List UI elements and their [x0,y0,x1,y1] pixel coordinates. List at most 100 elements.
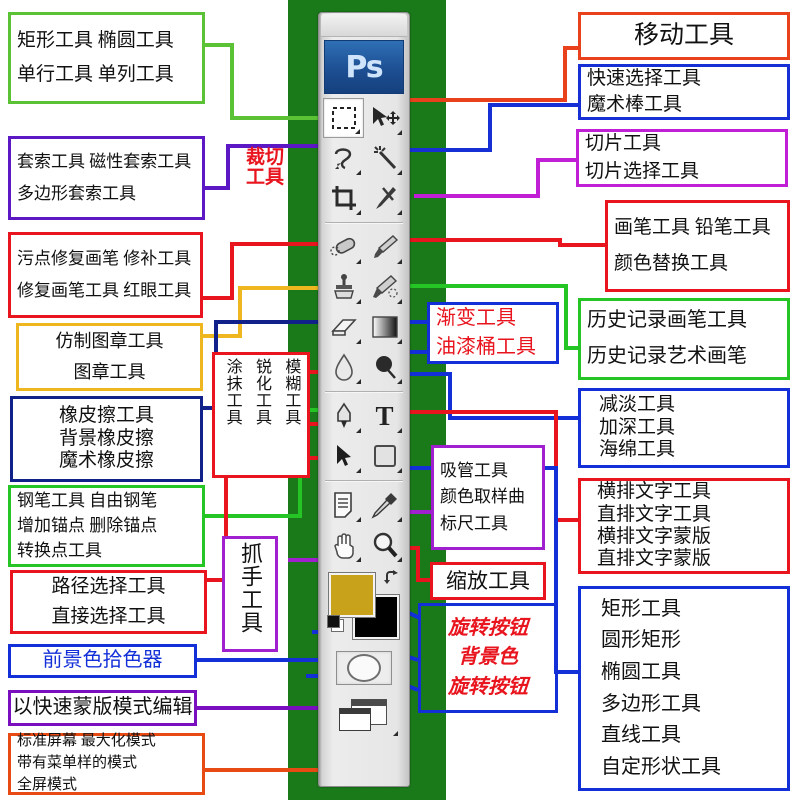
annotation-line: 转换点工具 [17,541,102,561]
annotation-line: 单行工具 单列工具 [17,64,174,85]
tool-more-triangle [356,170,361,175]
annotation-gradient-tools: 渐变工具 油漆桶工具 [427,302,559,364]
healing-brush-tool-icon [329,237,355,256]
eyedropper-tool-button[interactable] [364,485,405,525]
eraser-tool-button[interactable] [323,307,364,347]
slice-tool-icon [375,187,396,209]
swap-colors-icon[interactable] [383,569,401,587]
annotation-line: 椭圆工具 [601,660,681,683]
tool-grid-utility [323,485,405,565]
healing-brush-tool-button[interactable] [323,227,364,267]
annotation-hand-tool: 抓手工具 [222,536,278,652]
photoshop-toolbox-panel[interactable]: Ps [318,12,410,787]
annotation-line: 污点修复画笔 修补工具 [17,249,192,269]
notes-tool-button[interactable] [323,485,364,525]
crop-tool-button[interactable] [323,178,364,218]
annotation-line: 快速选择工具 [587,67,702,89]
history-brush-tool-button[interactable] [364,267,405,307]
tool-more-triangle [356,210,361,215]
gradient-tool-button[interactable] [364,307,405,347]
annotation-lasso-tools: 套索工具 磁性套索工具 多边形套索工具 [8,136,205,220]
lasso-tool-button[interactable] [323,138,364,178]
tool-more-triangle [397,130,402,135]
annotation-line: 修复画笔工具 红眼工具 [17,280,192,300]
annotation-line: 橡皮擦工具 [58,405,154,427]
slice-tool-button[interactable] [364,178,405,218]
type-tool-button[interactable]: T [364,396,405,436]
photoshop-logo: Ps [324,40,404,94]
annotation-rotate-and-background-color: 旋转按钮 背景色 旋转按钮 [418,603,558,713]
annotation-line: 背景色 [458,646,518,669]
gradient-tool-icon [371,316,398,338]
annotation-line: 旋转按钮 [448,616,528,639]
annotation-line: 海绵工具 [599,439,676,461]
annotation-column: 锐化工具 [252,358,270,426]
annotation-line: 工具 [246,166,285,188]
annotation-shape-tools: 矩形工具 圆形矩形 椭圆工具 多边形工具 直线工具 自定形状工具 [578,586,790,791]
annotation-line: 油漆桶工具 [436,335,536,358]
annotation-line: 多边形工具 [601,692,701,715]
clone-stamp-tool-button[interactable] [323,267,364,307]
annotation-line: 横排文字蒙版 [597,526,712,547]
annotation-crop-tool: 裁切 工具 [246,148,284,188]
tool-more-triangle [397,428,402,433]
tool-more-triangle [397,379,402,384]
color-swatch-widget[interactable] [327,569,401,643]
brush-tool-button[interactable] [364,227,405,267]
annotation-line: 背景橡皮擦 [58,427,154,449]
tool-more-triangle [397,339,402,344]
history-brush-tool-icon [372,275,398,298]
annotation-path-selection-tools: 路径选择工具 直接选择工具 [10,570,207,634]
annotation-column: 模糊工具 [282,358,300,426]
hand-tool-icon [333,533,354,559]
annotation-move-tool: 移动工具 [578,12,790,60]
magic-wand-tool-button[interactable] [364,138,405,178]
crop-tool-icon [331,186,356,210]
marquee-tool-icon [331,107,356,129]
annotation-line: 缩放工具 [446,568,530,593]
annotation-brush-tools: 画笔工具 铅笔工具 颜色替换工具 [605,200,790,292]
annotation-quick-mask-mode: 以快速蒙版模式编辑 [8,690,197,726]
annotation-line: 以快速蒙版模式编辑 [12,696,193,719]
tool-grid-vector: T [323,396,405,476]
annotation-line: 直排文字工具 [597,503,712,525]
annotation-line: 吸管工具 [440,461,508,481]
tool-more-triangle [397,210,402,215]
annotation-line: 路径选择工具 [51,576,166,598]
annotation-line: 增加锚点 删除锚点 [17,515,158,535]
hand-tool-button[interactable] [323,525,364,565]
annotation-line: 画笔工具 铅笔工具 [614,217,771,239]
tool-more-triangle [356,428,361,433]
screen-mode-button[interactable] [337,699,398,736]
marquee-tool-button[interactable] [323,98,364,138]
annotation-line: 圆形矩形 [601,629,681,652]
annotation-line: 标准屏幕 最大化模式 [17,733,156,750]
quick-mask-icon [347,654,381,682]
move-tool-button[interactable] [364,98,405,138]
pen-tool-button[interactable] [323,396,364,436]
toolbox-separator [325,480,403,481]
path-selection-tool-button[interactable] [323,436,364,476]
foreground-color-swatch[interactable] [329,573,375,617]
tool-more-triangle [397,517,402,522]
magic-wand-tool-icon [373,146,396,170]
annotation-line: 钢笔工具 自由钢笔 [17,490,158,510]
annotation-line: 横排文字工具 [597,481,712,503]
annotation-line: 加深工具 [599,416,676,438]
blur-tool-button[interactable] [323,347,364,387]
default-colors-icon[interactable] [327,615,345,633]
quick-mask-mode-button[interactable] [336,651,392,685]
dodge-tool-icon [375,356,396,379]
type-tool-icon: T [375,400,394,431]
lasso-tool-icon [334,148,351,170]
tool-grid-selection [323,98,405,218]
annotation-line: 颜色替换工具 [614,252,729,274]
dodge-tool-button[interactable] [364,347,405,387]
annotation-line: 图章工具 [73,361,146,382]
zoom-tool-button[interactable] [364,525,405,565]
annotation-line: 全屏模式 [17,776,78,793]
shape-tool-button[interactable] [364,436,405,476]
annotation-line: 仿制图章工具 [55,331,164,352]
toolbox-drag-grip[interactable] [321,14,407,37]
tool-grid-retouch [323,227,405,387]
